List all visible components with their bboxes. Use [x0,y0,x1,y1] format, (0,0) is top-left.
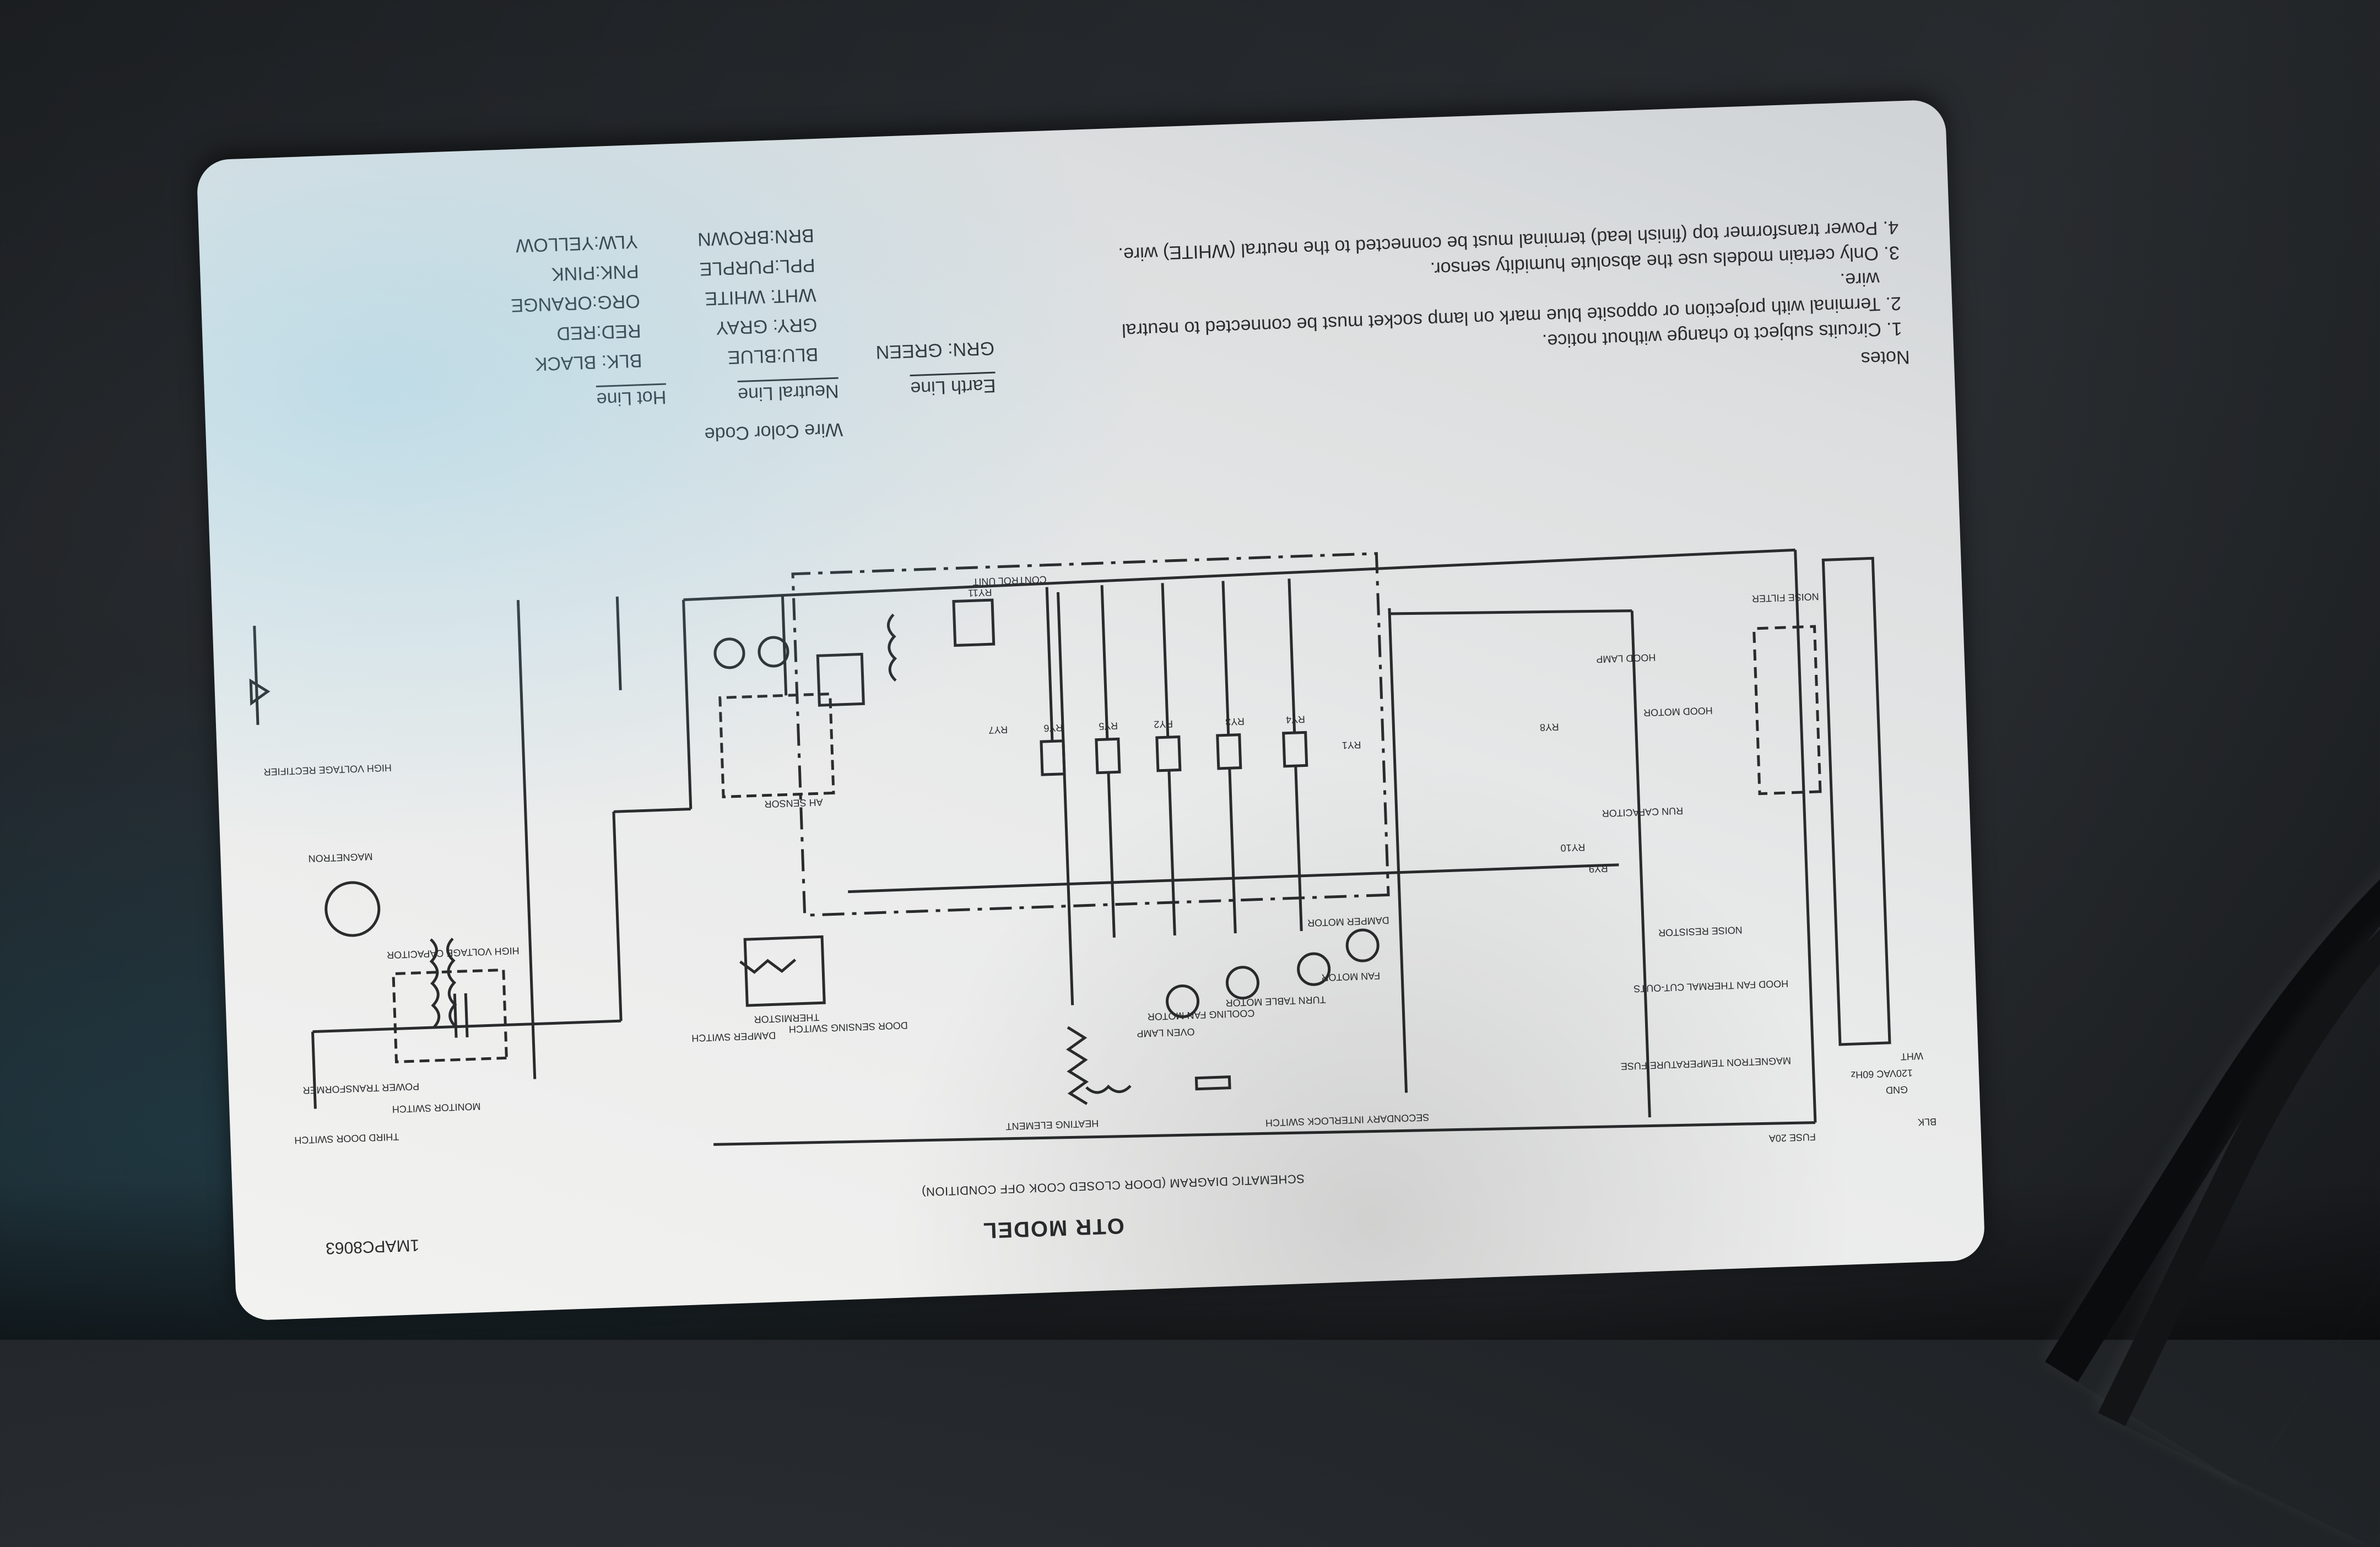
control-transformer-coil [886,613,897,682]
color-code-column-neutral: BLU:BLUE GRY: GRAY WHT: WHITE PPL:PURPLE… [697,220,819,373]
turntable-motor-symbol [1297,952,1331,986]
oven-lamp-symbol [1166,985,1200,1019]
bottom-bus-wire [713,1121,1815,1146]
relay-label-ry5: RY5 [1099,720,1118,732]
damper-switch-box [743,935,826,1007]
wiring-diagram-sticker: OTR MODEL SCHEMATIC DIAGRAM (DOOR CLOSED… [196,99,1986,1321]
color-code-entry: BRN:BROWN [697,225,815,250]
lamp-bus-wire [1388,608,1408,1093]
secondary-interlock-label: SECONDARY INTERLOCK SWITCH [1265,1112,1430,1128]
hood-motor-box [816,652,865,707]
notes-section: Notes Circuits subject to change without… [1079,214,1910,398]
color-code-entry: ORG:ORANGE [510,290,641,316]
color-code-entry: GRN: GREEN [875,337,995,363]
black-power-cable-second [2098,769,2380,1547]
hood-motor-label: HOOD MOTOR [1643,705,1713,718]
oven-lamp-label: OVEN LAMP [1137,1026,1195,1040]
ah-sensor-label: AH SENSOR [764,797,823,810]
neutral-line-heading: Neutral Line [737,377,840,405]
ah-sensor-box [718,692,835,798]
color-code-column-earth: GRN: GREEN [875,333,995,367]
color-code-column-hot: BLK: BLACK RED:RED ORG:ORANGE PNK:PINK Y… [509,226,643,380]
gnd-label: GND [1886,1084,1908,1096]
model-title: OTR MODEL [982,1213,1125,1243]
color-code-entry: GRY: GRAY [715,313,818,339]
damper-motor-label: DAMPER MOTOR [1307,915,1389,928]
hood-fan-thermal-label: HOOD FAN THERMAL CUT-OUTS [1633,978,1789,994]
heating-element-symbol [1065,1026,1089,1105]
color-code-entry: BLK: BLACK [534,350,643,375]
turntable-label: TURN TABLE MOTOR [1225,994,1326,1008]
right-bus-wire [682,599,693,809]
power-transformer-label: POWER TRANSFORMER [302,1081,419,1096]
magnetron-fuse-label: MAGNETRON TEMPERATURE FUSE [1620,1055,1791,1072]
hood-lamp-symbol-1 [713,637,745,669]
relay-label-ry3: RY3 [1225,716,1245,727]
cooling-fan-motor-symbol [1225,966,1259,1000]
monitor-switch-label: MONITOR SWITCH [392,1101,481,1115]
hv-rectifier-label: HIGH VOLTAGE RECTIFIER [263,762,392,777]
damper-switch-label: DAMPER SWITCH [691,1030,776,1043]
color-code-entry: BLU:BLUE [727,343,819,368]
fuse-label: FUSE 20A [1768,1132,1816,1144]
top-bus-wire [683,548,1795,602]
magnetron-label: MAGNETRON [308,851,373,864]
supply-label: 120VAC 60Hz [1851,1067,1913,1080]
relay-group [1040,731,1308,776]
magnetron-symbol [324,881,381,937]
fan-motor-label: FAN MOTOR [1321,970,1380,983]
earth-line-heading: Earth Line [910,371,996,399]
relay-label-ry2: RY2 [1154,718,1173,730]
relay-label-ry11: RY11 [968,587,992,599]
relay-label-ry1: RY1 [1342,739,1361,751]
relay-label-ry9: RY9 [1589,863,1608,874]
part-number: 1MAPC8063 [325,1236,420,1258]
secondary-bus-wire [1630,610,1651,1118]
relay-label-ry4: RY4 [1286,713,1305,725]
relay-label-ry8: RY8 [1540,721,1559,733]
transformer-primary-coil [446,937,457,1028]
thermistor-label: THERMISTOR [754,1012,819,1025]
noise-filter-dashed-box [1752,625,1822,796]
notes-list: Circuits subject to change without notic… [1079,214,1909,370]
schematic-diagram: 120VAC 60Hz GND WHT BLK NOISE FILTER FUS… [249,548,1937,1146]
relay-label-ry6: RY6 [1043,722,1063,734]
thermistor-symbol [739,959,797,974]
left-bus-wire [1794,550,1817,1123]
relay-wires [1045,578,1303,938]
color-code-entry: RED:RED [556,320,642,344]
relay-label-ry7: RY7 [988,724,1008,735]
fuse-symbol [1194,1075,1231,1091]
third-door-label: THIRD DOOR SWITCH [294,1131,399,1146]
hv-capacitor-label: HIGH VOLTAGE CAPACITOR [387,945,520,960]
blk-label: BLK [1918,1116,1937,1128]
hv-rectifier-symbol [249,678,271,706]
cooling-fan-label: COOLING FAN MOTOR [1147,1008,1254,1023]
run-capacitor-label: RUN CAPACITOR [1602,805,1683,819]
color-code-entry: PNK:PINK [551,261,640,285]
noise-filter-label: NOISE FILTER [1752,591,1819,604]
thermal-fuse-symbol [1085,1084,1132,1094]
control-unit-box-outline [791,552,1390,917]
color-code-entry: YLW:YELLOW [515,231,639,256]
hood-lamp-symbol-2 [758,636,789,668]
hood-relay-box [952,598,996,647]
control-unit-label: CONTROL UNIT [972,574,1047,588]
heating-element-label: HEATING ELEMENT [1005,1118,1099,1132]
schematic-caption: SCHEMATIC DIAGRAM (DOOR CLOSED COOK OFF … [921,1171,1305,1199]
wht-label: WHT [1901,1051,1924,1062]
color-code-entry: PPL:PURPLE [699,254,816,280]
noise-resistor-label: NOISE RESISTOR [1658,924,1743,938]
relay-label-ry10: RY10 [1560,842,1585,854]
color-code-entry: WHT: WHITE [704,284,817,309]
noise-filter-box-outline [1821,556,1891,1046]
transformer-secondary-coil [429,938,441,1029]
control-bus-wire [1056,592,1074,1005]
hot-line-heading: Hot Line [596,383,667,410]
hood-lamp-label: HOOD LAMP [1596,652,1656,665]
fan-motor-symbol [1345,928,1380,962]
